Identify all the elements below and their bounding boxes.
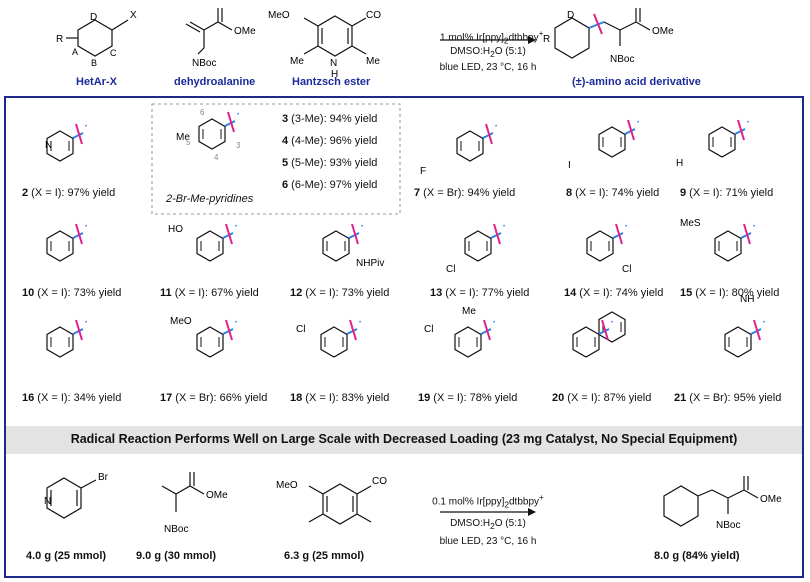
label-dehydroalanine: dehydroalanine [174, 76, 256, 88]
compound-label: 18 (X = I): 83% yield [290, 392, 390, 404]
atom-B: B [91, 58, 97, 68]
r3-cl-2: Cl [424, 324, 433, 335]
pos-6: 6 [200, 108, 205, 117]
pos-5: 5 [186, 138, 191, 147]
group-entry-6: 6 (6-Me): 97% yield [282, 179, 378, 191]
compound-label: 19 (X = I): 78% yield [418, 392, 518, 404]
atom-X: X [130, 10, 137, 21]
scale-meo2c: MeO [276, 480, 298, 491]
r1-i: I [568, 160, 571, 171]
compound-label: 7 (X = Br): 94% yield [414, 187, 516, 199]
atom-C: C [110, 48, 117, 58]
scale-amount-1: 4.0 g (25 mmol) [26, 550, 107, 562]
group-entry-5: 5 (5-Me): 93% yield [282, 157, 378, 169]
compound-label: 11 (X = I): 67% yield [160, 287, 259, 299]
atom-NBoc2-2: NBoc [610, 54, 634, 65]
scale-up-banner-bg [6, 426, 802, 454]
r2-ho: HO [168, 224, 183, 235]
compound-label: 14 (X = I): 74% yield [564, 287, 664, 299]
atom-OMe-2: OMe [652, 26, 674, 37]
atom-Me-1: Me [290, 56, 304, 67]
compound-label: 13 (X = I): 77% yield [430, 287, 530, 299]
scale-ome-2: OMe [760, 494, 782, 505]
r1-c1-n: N [45, 140, 52, 151]
scale-cond-light: blue LED, 23 °C, 16 h [439, 536, 537, 547]
product-atom-R: R [543, 34, 550, 45]
compound-label: 16 (X = I): 34% yield [22, 392, 122, 404]
r3-me: Me [462, 306, 476, 317]
scale-nboc-1: NBoc [164, 524, 188, 535]
group-entry-3: 3 (3-Me): 94% yield [282, 113, 378, 125]
compound-label: 20 (X = I): 87% yield [552, 392, 652, 404]
atom-D: D [90, 12, 97, 23]
r3-meo: MeO [170, 316, 192, 327]
atom-NH: N [330, 58, 337, 69]
atom-H: H [331, 69, 338, 80]
r1-h2n: H [676, 158, 683, 169]
r2-cl-1: Cl [446, 264, 455, 275]
r3-cl-1: Cl [296, 324, 305, 335]
compound-label: 12 (X = I): 73% yield [290, 287, 390, 299]
scale-ome-1: OMe [206, 490, 228, 501]
scale-cond-solvent: DMSO:H2O (5:1) [450, 518, 526, 531]
compound-label: 10 (X = I): 73% yield [22, 287, 122, 299]
compound-label: 2 (X = I): 97% yield [22, 187, 116, 199]
substrate-scope-box [4, 96, 804, 578]
r2-mes: MeS [680, 218, 701, 229]
scale-co2me: CO [372, 476, 387, 487]
scale-br: Br [98, 472, 109, 483]
pos-4: 4 [214, 153, 219, 162]
label-hetar: HetAr-X [76, 76, 117, 88]
r2-nhpiv: NHPiv [356, 258, 384, 269]
atom-R: R [56, 34, 63, 45]
scale-nboc-2: NBoc [716, 520, 740, 531]
header-cond-solvent: DMSO:H2O (5:1) [450, 46, 526, 59]
label-product: (±)-amino acid derivative [572, 76, 701, 88]
header-scheme: D X R A B C OMe NBoc MeO CO Me Me N H OM… [56, 8, 674, 80]
scale-n: N [44, 496, 51, 507]
atom-OMe-1: OMe [234, 26, 256, 37]
group-me: Me [176, 132, 190, 143]
compound-label: 8 (X = I): 74% yield [566, 187, 660, 199]
r2-cl-2: Cl [622, 264, 631, 275]
atom-NBoc2-1: NBoc [192, 58, 216, 69]
scale-amount-3: 6.3 g (25 mmol) [284, 550, 365, 562]
r1-f3c: F [420, 166, 426, 177]
r3-nh: NH [740, 294, 754, 305]
atom-CO2Me: CO [366, 10, 381, 21]
compound-label: 15 (X = I): 80% yield [680, 287, 780, 299]
compound-label: 9 (X = I): 71% yield [680, 187, 774, 199]
scale-amount-2: 9.0 g (30 mmol) [136, 550, 217, 562]
header-cond-light: blue LED, 23 °C, 16 h [439, 62, 537, 73]
group-entry-4: 4 (4-Me): 96% yield [282, 135, 378, 147]
pos-3: 3 [236, 141, 241, 150]
atom-A: A [72, 47, 78, 57]
compound-label: 17 (X = Br): 66% yield [160, 392, 268, 404]
scale-cond-catalyst: 0.1 mol% Ir[ppy]2dtbbpy+ [432, 492, 544, 510]
atom-Me-2: Me [366, 56, 380, 67]
header-cond-catalyst: 1 mol% Ir[ppy]2dtbbpy+ [440, 28, 544, 46]
scale-amount-4: 8.0 g (84% yield) [654, 550, 740, 562]
product-atom-D: D [567, 10, 574, 21]
group-label: 2-Br-Me-pyridines [166, 193, 254, 205]
atom-MeO2C: MeO [268, 10, 290, 21]
scale-up-scheme: Br N OMe NBoc MeO CO OMe NBoc [44, 472, 782, 535]
label-hantzsch: Hantzsch ester [292, 76, 371, 88]
scale-up-banner: Radical Reaction Performs Well on Large … [70, 432, 738, 446]
compound-label: 21 (X = Br): 95% yield [674, 392, 782, 404]
scope-structures: • N Me 6 5 4 3 F I H HO NHPiv Cl Cl MeS … [45, 103, 767, 358]
